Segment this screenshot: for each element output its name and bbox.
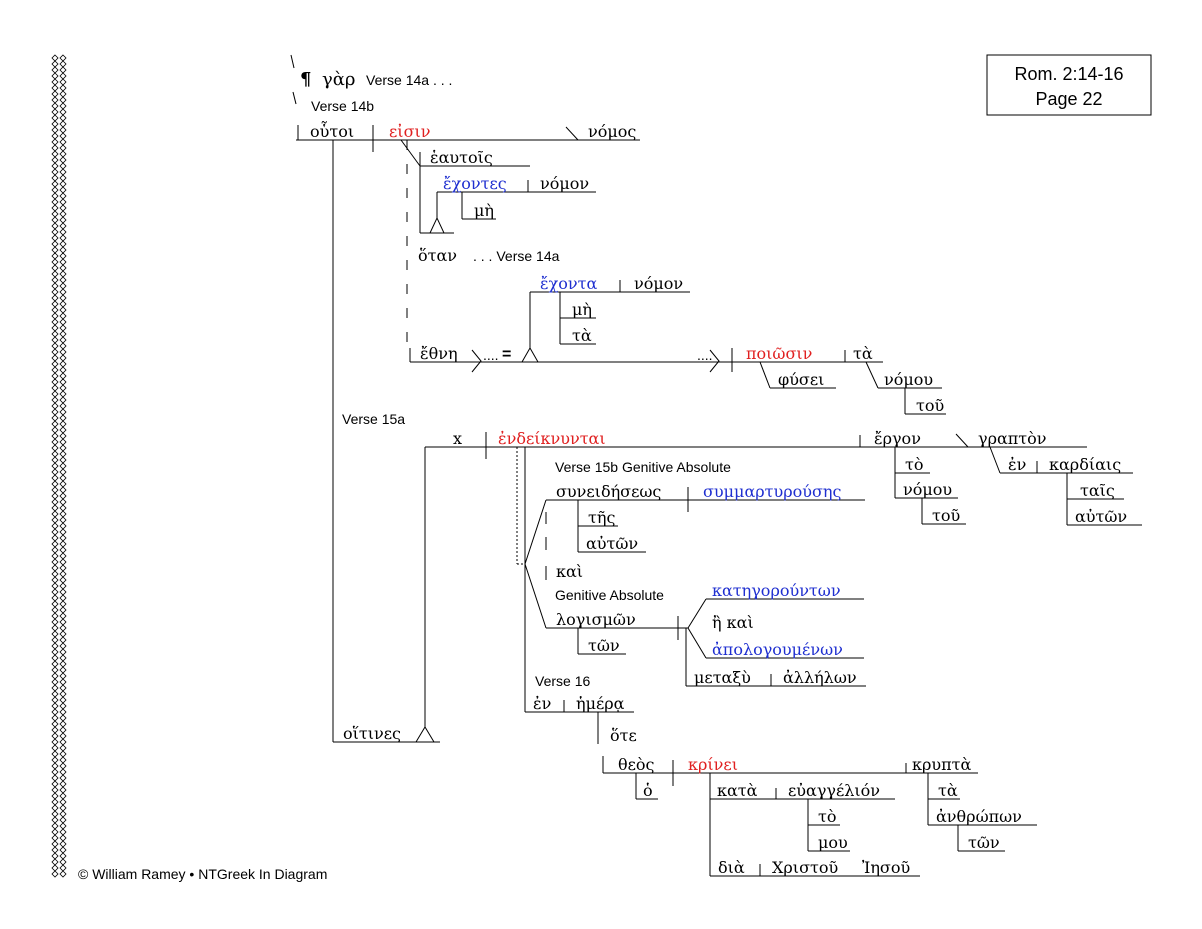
word-logismon: λογισμῶν (556, 610, 636, 629)
word-endeiknyntai: ἐνδείκνυνται (498, 429, 606, 448)
word-tes: τῆς (588, 508, 615, 527)
word-mou: μου (818, 833, 848, 852)
word-ta-3: τὰ (938, 781, 958, 800)
word-me-2: μὴ (572, 300, 592, 319)
reference-line-1: Rom. 2:14-16 (1014, 64, 1123, 84)
word-nomon-2: νόμον (634, 274, 683, 293)
word-nomon-1: νόμον (540, 174, 589, 193)
word-en-1: ἐν (1008, 455, 1026, 474)
word-eautois: ἑαυτοῖς (430, 148, 493, 167)
word-krypta: κρυπτὰ (912, 755, 972, 774)
word-poiosin: ποιῶσιν (746, 344, 812, 363)
word-iesou: Ἰησοῦ (862, 858, 910, 877)
word-to-2: τὸ (818, 807, 836, 826)
word-allelon: ἀλλήλων (783, 668, 857, 687)
word-gar: γὰρ (322, 69, 356, 90)
word-kai: καὶ (556, 562, 583, 581)
word-metaxy: μεταξὺ (694, 668, 751, 687)
word-kardiais: καρδίαις (1049, 455, 1121, 474)
word-grapton: γραπτὸν (978, 429, 1047, 448)
word-kata: κατὰ (717, 781, 758, 800)
word-krinei: κρίνει (688, 755, 738, 774)
equals-sign: = (502, 346, 511, 363)
word-eisin: εἰσιν (389, 122, 430, 141)
word-kategorounton: κατηγορούντων (712, 581, 841, 600)
word-me-1: μὴ (474, 201, 494, 220)
word-christou: Χριστοῦ (772, 858, 838, 877)
word-symmartyrouses: συμμαρτυρούσης (703, 482, 842, 501)
reference-box (986, 54, 1152, 116)
reference-line-2: Page 22 (1035, 89, 1102, 109)
word-auton-2: αὐτῶν (586, 534, 638, 553)
word-nomou-1: νόμου (884, 370, 933, 389)
label-verse-15a: Verse 15a (342, 411, 405, 427)
word-hote: ὅτε (610, 726, 637, 745)
word-echontes: ἔχοντες (443, 174, 507, 193)
word-ta-2: τὰ (853, 344, 873, 363)
word-apologoumenon: ἀπολογουμένων (712, 640, 843, 659)
word-ergon: ἔργον (874, 429, 921, 448)
word-e-kai: ἢ καὶ (712, 613, 754, 632)
word-tais: ταῖς (1080, 481, 1115, 500)
word-to-1: τὸ (905, 455, 923, 474)
label-genitive-absolute: Genitive Absolute (555, 587, 664, 603)
word-oitines: οἵτινες (343, 724, 401, 743)
word-otan: ὅταν (418, 246, 457, 265)
word-ta-1: τὰ (572, 326, 592, 345)
label-verse-14a-intro: Verse 14a . . . (366, 72, 452, 88)
word-euangelion: εὐαγγέλιόν (788, 781, 880, 800)
word-nomou-2: νόμου (903, 480, 952, 499)
label-ellipsis-2: .... (697, 347, 713, 363)
word-tou-1: τοῦ (916, 396, 944, 415)
label-verse-16: Verse 16 (535, 673, 590, 689)
copyright-notice: © William Ramey • NTGreek In Diagram (78, 866, 327, 882)
word-dia: διὰ (718, 858, 745, 877)
paragraph-mark: ¶ (300, 69, 311, 90)
word-echonta: ἔχοντα (540, 274, 597, 293)
word-hemera: ἡμέρᾳ (576, 694, 625, 713)
word-x: x (453, 429, 462, 448)
word-ho: ὁ (643, 781, 653, 800)
word-physei: φύσει (778, 370, 824, 389)
word-ton-1: τῶν (588, 636, 620, 655)
label-verse-15b: Verse 15b Genitive Absolute (555, 459, 731, 475)
label-ellipsis-1: .... (483, 347, 499, 363)
word-en-2: ἐν (533, 694, 551, 713)
word-tou-2: τοῦ (932, 506, 960, 525)
label-verse-14a-ref: . . . Verse 14a (473, 248, 560, 264)
word-anthropon: ἀνθρώπων (936, 807, 1022, 826)
label-verse-14b: Verse 14b (311, 98, 374, 114)
word-outoi: οὗτοι (310, 120, 354, 141)
word-syneideseos: συνειδήσεως (556, 482, 661, 501)
word-ton-2: τῶν (968, 833, 1000, 852)
word-ethne: ἔθνη (420, 344, 458, 363)
word-nomos: νόμος (588, 122, 636, 141)
decorative-left-border (51, 54, 67, 878)
word-auton-1: αὐτῶν (1075, 507, 1127, 526)
word-theos: θεὸς (618, 755, 655, 774)
